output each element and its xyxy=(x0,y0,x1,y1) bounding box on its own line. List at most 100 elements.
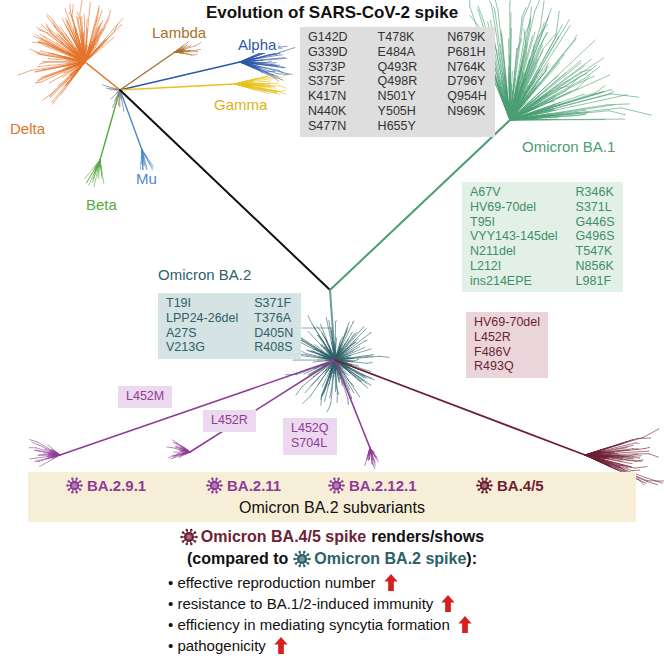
tree-branch xyxy=(122,99,124,112)
tree-branch xyxy=(333,360,335,373)
tree-branch xyxy=(188,51,191,52)
tree-branch xyxy=(257,69,283,80)
tree-branch xyxy=(283,67,285,68)
tree-branch xyxy=(490,1,492,5)
tree-branch xyxy=(346,367,347,368)
tree-branch xyxy=(85,49,90,62)
tree-branch xyxy=(350,355,351,356)
tree-branch xyxy=(93,40,105,53)
tree-branch xyxy=(142,150,143,154)
tree-branch xyxy=(85,53,91,62)
tree-branch xyxy=(268,93,270,94)
tree-branch xyxy=(44,28,68,49)
tree-branch xyxy=(119,106,120,107)
tree-branch xyxy=(251,87,274,92)
tree-branch xyxy=(85,47,91,62)
tree-branch xyxy=(100,90,120,160)
tree-branch xyxy=(335,323,336,345)
tree-branch xyxy=(30,458,36,460)
tree-branch xyxy=(369,448,370,453)
tree-branch xyxy=(72,60,80,61)
tree-branch xyxy=(370,378,374,380)
tree-branch xyxy=(308,331,324,348)
tree-branch xyxy=(254,67,275,75)
tree-branch xyxy=(174,452,184,453)
tree-branch xyxy=(235,84,251,87)
tree-branch xyxy=(240,62,259,67)
tree-branch xyxy=(322,344,330,354)
tree-branch xyxy=(313,376,315,377)
tree-branch xyxy=(240,56,254,62)
tree-branch xyxy=(58,72,74,86)
tree-branch xyxy=(335,360,370,448)
mutation-name: N440K xyxy=(308,105,348,119)
tree-branch xyxy=(84,23,85,47)
tree-branch xyxy=(629,454,637,456)
tree-branch xyxy=(175,51,180,52)
tree-branch xyxy=(373,452,374,453)
tree-branch xyxy=(190,45,191,46)
tree-branch xyxy=(582,94,584,95)
tree-branch xyxy=(72,5,73,16)
tree-branch xyxy=(82,40,83,44)
mutation-name: H655Y xyxy=(378,120,418,134)
tree-branch xyxy=(183,447,190,452)
tree-branch xyxy=(528,95,555,110)
tree-branch xyxy=(31,65,64,70)
tree-branch xyxy=(240,62,254,67)
tree-branch xyxy=(146,158,153,170)
tree-branch xyxy=(277,54,282,56)
tree-branch xyxy=(97,25,100,29)
tree-branch xyxy=(318,336,328,351)
tree-branch xyxy=(607,103,630,105)
tree-branch xyxy=(379,356,389,357)
tree-branch xyxy=(513,48,517,91)
tree-branch xyxy=(328,368,330,370)
tree-branch xyxy=(507,85,510,120)
tree-branch xyxy=(346,369,362,382)
tree-branch xyxy=(190,360,335,452)
tree-branch xyxy=(34,450,49,453)
tree-branch xyxy=(302,351,307,353)
tree-branch xyxy=(109,88,116,90)
mutation-name: G339D xyxy=(308,46,348,60)
tree-branch xyxy=(76,46,77,50)
tree-branch xyxy=(592,456,602,457)
tree-branch xyxy=(46,46,69,55)
tree-branch xyxy=(186,45,187,47)
tree-branch xyxy=(530,7,532,28)
tree-branch xyxy=(254,77,282,81)
tree-branch xyxy=(65,72,77,86)
tree-branch xyxy=(52,449,53,450)
tree-branch xyxy=(330,290,335,360)
tree-branch xyxy=(180,53,188,54)
tree-branch xyxy=(141,155,142,162)
tree-branch xyxy=(183,46,195,50)
tree-branch xyxy=(540,1,544,27)
tree-branch xyxy=(369,452,371,459)
tree-branch xyxy=(35,82,41,83)
tree-branch xyxy=(92,178,94,180)
tree-branch xyxy=(587,66,596,73)
figure-title: Evolution of SARS-CoV-2 spike xyxy=(0,3,664,23)
mutation-name: N679K xyxy=(447,31,487,45)
tree-branch xyxy=(50,453,60,455)
tree-branch xyxy=(74,62,85,72)
mutation-name: D796Y xyxy=(447,75,487,89)
tree-branch xyxy=(42,61,44,62)
tree-branch xyxy=(269,84,270,85)
tree-branch xyxy=(335,346,336,354)
tree-branch xyxy=(348,339,349,340)
tree-branch xyxy=(90,29,97,49)
tree-branch xyxy=(37,54,66,59)
tree-branch xyxy=(71,68,79,77)
tree-branch xyxy=(65,18,69,25)
tree-branch xyxy=(172,440,183,447)
tree-branch xyxy=(87,12,90,42)
tree-branch xyxy=(369,448,370,453)
tree-branch xyxy=(327,404,331,412)
mutation-name: Q493R xyxy=(378,61,418,75)
tree-branch xyxy=(98,160,100,165)
tree-branch xyxy=(118,18,123,23)
tree-branch xyxy=(549,105,607,114)
